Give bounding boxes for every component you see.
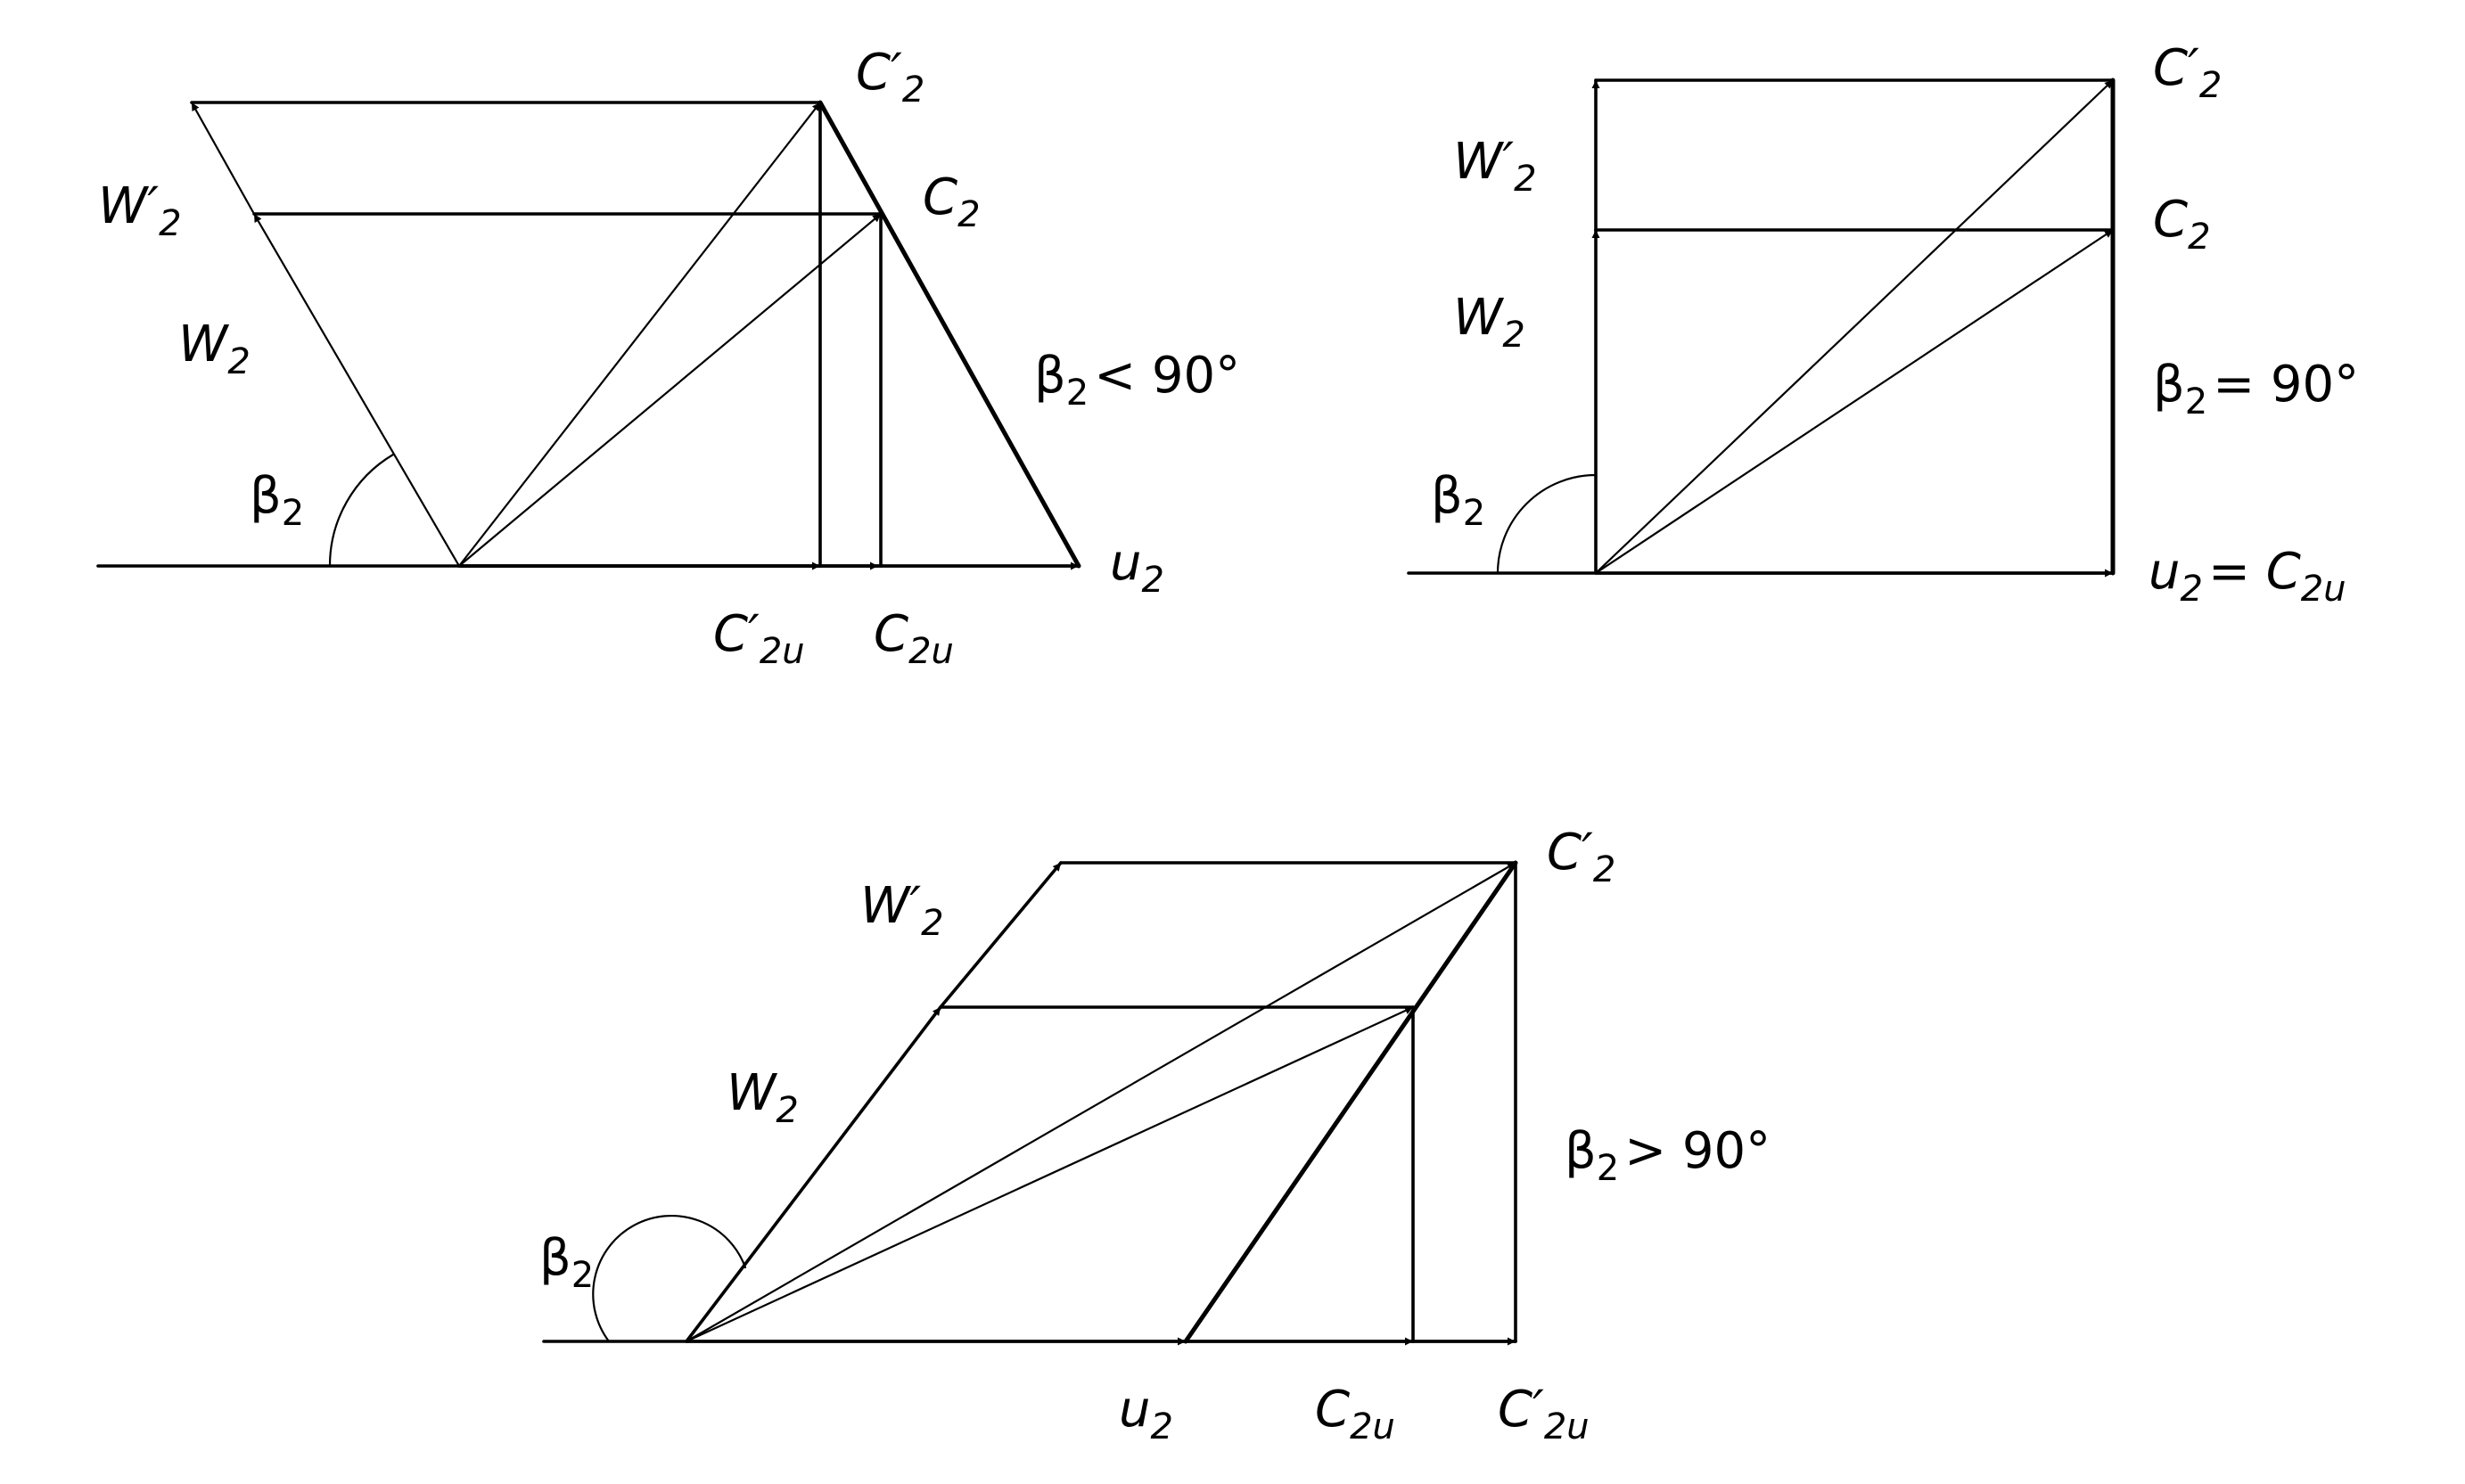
w2-prime-vector xyxy=(190,101,256,216)
label-u2: u2 xyxy=(1110,534,1164,601)
c2-prime-vector xyxy=(457,101,822,568)
label-beta-condition: β2< 90° xyxy=(1034,347,1240,414)
beta-angle-arc xyxy=(1496,473,1598,575)
c2-vector xyxy=(457,212,883,568)
blade-velocity-line xyxy=(818,100,1081,569)
panel-beta-greater-than-90: W′2 W2 C′2 β2> 90° β2 u2 C2u C′2u xyxy=(539,824,1771,1447)
panel-beta-equal-90: W′2 W2 C′2 C2 β2= 90° β2 u2= C2u xyxy=(1407,39,2359,610)
label-w2: W2 xyxy=(727,1064,799,1131)
label-beta: β2 xyxy=(1431,467,1485,534)
label-c2: C2 xyxy=(2153,191,2211,258)
label-c2u-prime: C′2u xyxy=(1498,1381,1590,1447)
beta-angle-arc xyxy=(592,1214,747,1343)
label-u2: u2 xyxy=(1119,1381,1173,1447)
w2-vector xyxy=(252,212,461,568)
c2-prime-vector xyxy=(685,861,1517,1343)
label-c2: C2 xyxy=(923,168,981,235)
label-c2-prime: C′2 xyxy=(2153,39,2222,106)
label-w2-prime: W′2 xyxy=(1453,133,1537,200)
beta-angle-arc xyxy=(328,453,395,568)
label-c2u-prime: C′2u xyxy=(713,605,805,672)
label-w2-prime: W′2 xyxy=(860,877,944,944)
label-c2u: C2u xyxy=(1315,1381,1395,1447)
w2-prime-vector xyxy=(939,861,1063,1009)
label-beta-condition: β2= 90° xyxy=(2153,356,2359,422)
w2-vector xyxy=(685,1005,942,1343)
c2-vector xyxy=(685,1005,1415,1343)
label-beta: β2 xyxy=(250,467,304,534)
blade-velocity-line xyxy=(1183,860,1518,1344)
label-beta: β2 xyxy=(539,1229,594,1296)
c2-vector xyxy=(1594,228,2115,575)
label-w2: W2 xyxy=(1453,289,1525,356)
panel-beta-less-than-90: W′2 W2 C′2 C2 β2< 90° β2 u2 C′2u C2u xyxy=(96,44,1240,672)
label-c2-prime: C′2 xyxy=(1547,824,1615,890)
label-c2u: C2u xyxy=(874,605,954,672)
label-w2-prime: W′2 xyxy=(98,177,182,244)
label-u2-equals-c2u: u2= C2u xyxy=(2149,543,2346,610)
label-c2-prime: C′2 xyxy=(856,44,924,111)
label-beta-condition: β2> 90° xyxy=(1565,1122,1771,1189)
c2-prime-vector xyxy=(1594,78,2115,575)
label-w2: W2 xyxy=(178,316,251,382)
